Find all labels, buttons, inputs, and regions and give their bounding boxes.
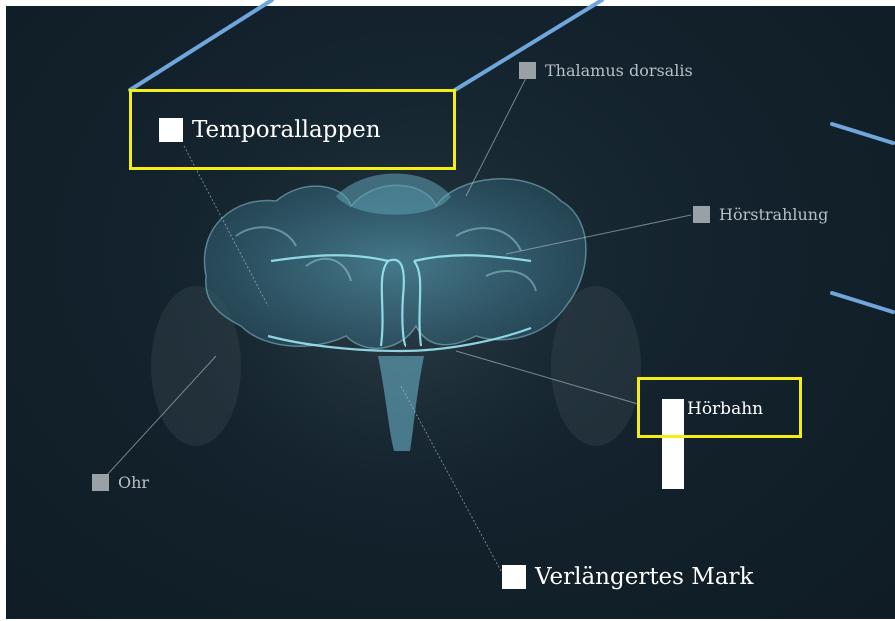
highlight-temporallappen [129, 89, 456, 170]
highlight-hoerbahn [637, 377, 802, 438]
